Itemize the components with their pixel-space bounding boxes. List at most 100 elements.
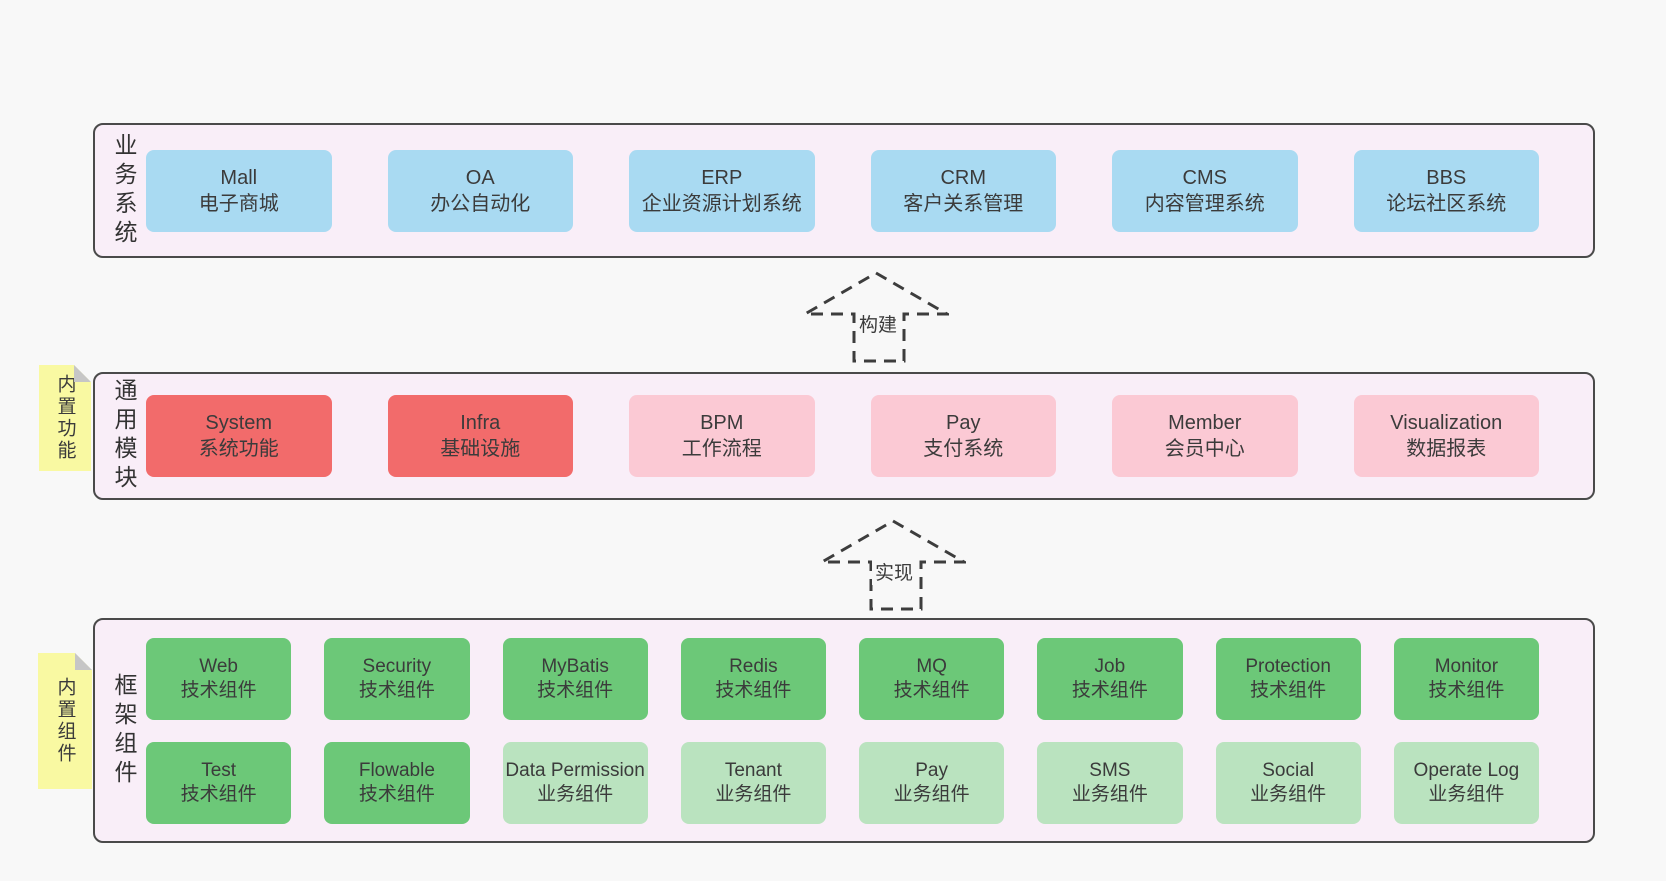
box-desc: 内容管理系统	[1144, 192, 1265, 215]
layer-label-text: 通用模块	[111, 378, 137, 494]
box-name: Flowable	[358, 759, 435, 781]
layer-label-components: 框架组件	[104, 620, 144, 841]
module-box-visualization: Visualization 数据报表	[1353, 395, 1539, 477]
layer-common-modules: 通用模块 System 系统功能 Infra 基础设施 BPM 工作流程 Pay…	[93, 372, 1595, 500]
system-box-mall: Mall 电子商城	[146, 149, 332, 232]
note-text: 内置组件	[54, 677, 76, 765]
box-desc: 业务组件	[1428, 783, 1505, 805]
layer-label-modules: 通用模块	[104, 374, 144, 498]
box-name: ERP	[701, 166, 743, 189]
component-box-redis: Redis 技术组件	[680, 637, 826, 720]
box-name: MyBatis	[541, 655, 609, 677]
module-box-pay: Pay 支付系统	[870, 395, 1056, 477]
layer-label-business: 业务系统	[104, 125, 144, 256]
layer-label-text: 业务系统	[111, 132, 137, 249]
box-desc: 技术组件	[1071, 679, 1148, 701]
component-row-1: Web 技术组件 Security 技术组件 MyBatis 技术组件 Redi…	[146, 637, 1539, 720]
box-desc: 技术组件	[715, 679, 792, 701]
system-box-cms: CMS 内容管理系统	[1112, 149, 1298, 232]
note-text: 内置功能	[54, 374, 76, 462]
component-box-security: Security 技术组件	[324, 637, 470, 720]
sticky-note-builtin-functions: 内置功能	[39, 365, 91, 471]
box-name: Pay	[946, 412, 981, 434]
sticky-note-builtin-components: 内置组件	[38, 653, 92, 789]
component-row-2: Test 技术组件 Flowable 技术组件 Data Permission …	[146, 741, 1539, 824]
system-box-oa: OA 办公自动化	[387, 149, 573, 232]
box-name: OA	[465, 166, 495, 189]
box-name: Mall	[220, 166, 258, 189]
box-name: BBS	[1426, 166, 1467, 189]
system-box-crm: CRM 客户关系管理	[870, 149, 1056, 232]
component-box-mq: MQ 技术组件	[859, 637, 1005, 720]
box-desc: 电子商城	[198, 192, 279, 215]
box-desc: 技术组件	[1250, 679, 1327, 701]
box-name: Member	[1168, 412, 1242, 434]
box-desc: 客户关系管理	[903, 192, 1024, 215]
box-desc: 工作流程	[681, 438, 762, 460]
module-box-member: Member 会员中心	[1112, 395, 1298, 477]
box-desc: 系统功能	[198, 438, 279, 460]
box-name: Monitor	[1434, 655, 1499, 677]
component-box-social: Social 业务组件	[1215, 741, 1361, 824]
box-desc: 论坛社区系统	[1386, 192, 1507, 215]
box-desc: 业务组件	[715, 783, 792, 805]
box-name: MQ	[916, 655, 947, 677]
box-desc: 技术组件	[893, 679, 970, 701]
box-desc: 技术组件	[180, 679, 257, 701]
arrow-up-build-icon	[803, 271, 949, 363]
module-box-bpm: BPM 工作流程	[629, 395, 815, 477]
box-desc: 技术组件	[358, 679, 435, 701]
box-desc: 业务组件	[1071, 783, 1148, 805]
component-box-tenant: Tenant 业务组件	[680, 741, 826, 824]
layer-body-business: Mall 电子商城 OA 办公自动化 ERP 企业资源计划系统 CRM 客户关系…	[144, 125, 1593, 256]
box-name: Job	[1094, 655, 1126, 677]
box-desc: 企业资源计划系统	[641, 192, 802, 215]
component-box-data-permission: Data Permission 业务组件	[502, 741, 648, 824]
box-name: Test	[201, 759, 237, 781]
component-box-web: Web 技术组件	[146, 637, 292, 720]
box-name: Tenant	[724, 759, 782, 781]
box-desc: 办公自动化	[430, 192, 531, 215]
system-box-bbs: BBS 论坛社区系统	[1353, 149, 1539, 232]
box-name: Protection	[1245, 655, 1331, 677]
box-desc: 基础设施	[440, 438, 521, 460]
box-name: Operate Log	[1413, 759, 1520, 781]
box-name: System	[205, 412, 273, 434]
box-desc: 业务组件	[893, 783, 970, 805]
box-name: Security	[362, 655, 432, 677]
component-box-mybatis: MyBatis 技术组件	[502, 637, 648, 720]
box-name: SMS	[1089, 759, 1131, 781]
box-name: Redis	[729, 655, 778, 677]
arrow-up-implement-icon	[820, 519, 966, 611]
box-name: Infra	[460, 412, 501, 434]
box-name: Data Permission	[505, 759, 645, 781]
component-box-operate-log: Operate Log 业务组件	[1393, 741, 1539, 824]
box-desc: 会员中心	[1164, 438, 1245, 460]
box-name: Social	[1262, 759, 1314, 781]
box-desc: 技术组件	[358, 783, 435, 805]
box-desc: 支付系统	[923, 438, 1004, 460]
box-desc: 业务组件	[1250, 783, 1327, 805]
arrow-implement-label: 实现	[871, 558, 917, 585]
box-desc: 技术组件	[537, 679, 614, 701]
box-name: CMS	[1182, 166, 1227, 189]
box-name: Pay	[915, 759, 948, 781]
layer-label-text: 框架组件	[111, 672, 137, 789]
component-box-job: Job 技术组件	[1037, 637, 1183, 720]
box-name: BPM	[700, 412, 744, 434]
box-desc: 技术组件	[180, 783, 257, 805]
module-box-system: System 系统功能	[146, 395, 332, 477]
layer-body-components: Web 技术组件 Security 技术组件 MyBatis 技术组件 Redi…	[144, 620, 1593, 841]
system-box-erp: ERP 企业资源计划系统	[629, 149, 815, 232]
component-box-pay: Pay 业务组件	[859, 741, 1005, 824]
module-box-infra: Infra 基础设施	[387, 395, 573, 477]
box-name: Visualization	[1390, 412, 1503, 434]
box-desc: 技术组件	[1428, 679, 1505, 701]
box-name: Web	[199, 655, 238, 677]
arrow-build-label: 构建	[855, 310, 901, 337]
layer-body-modules: System 系统功能 Infra 基础设施 BPM 工作流程 Pay 支付系统…	[144, 374, 1593, 498]
component-box-flowable: Flowable 技术组件	[324, 741, 470, 824]
component-box-monitor: Monitor 技术组件	[1393, 637, 1539, 720]
component-box-protection: Protection 技术组件	[1215, 637, 1361, 720]
component-box-sms: SMS 业务组件	[1037, 741, 1183, 824]
